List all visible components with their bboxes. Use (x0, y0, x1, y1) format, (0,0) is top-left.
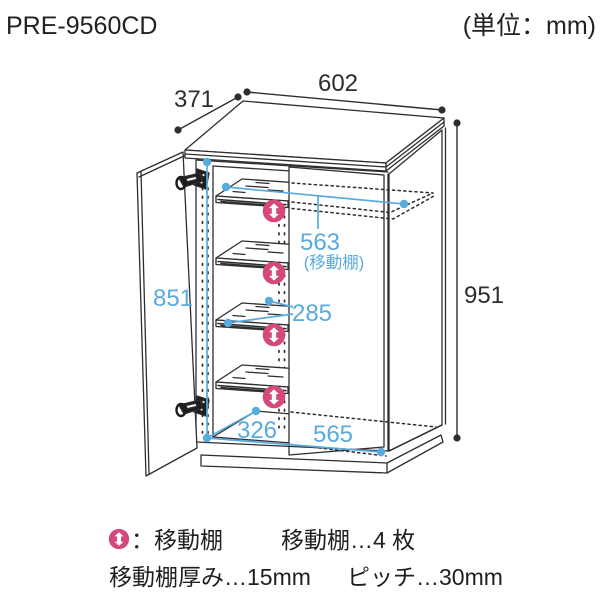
legend-shelf-pitch: ピッチ…30mm (347, 564, 503, 590)
dim-563-note: (移動棚) (304, 253, 365, 272)
top-board (184, 100, 445, 172)
dim-951-label: 951 (464, 282, 504, 309)
product-code: PRE-9560CD (6, 12, 157, 40)
dim-565-label: 565 (313, 421, 353, 448)
dim-interior-width: 565 (202, 421, 386, 457)
base-plinth (195, 424, 444, 474)
dim-371-label: 371 (174, 86, 214, 113)
movable-shelf-icon-4 (262, 385, 286, 409)
legend-shelf-count: 移動棚…4 枚 (281, 527, 415, 553)
movable-shelf-icon-3 (262, 323, 286, 347)
dim-top-width: 602 (243, 70, 446, 114)
dim-285-label: 285 (292, 300, 332, 327)
phantom-shelf-lines (290, 182, 437, 457)
legend: ：移動棚 移動棚…4 枚 移動棚厚み…15mm ピッチ…30mm (108, 527, 503, 590)
dim-563-label: 563 (300, 229, 340, 256)
movable-shelf-icon-1 (262, 199, 286, 223)
legend-symbol-meaning: ：移動棚 (131, 527, 223, 553)
dim-top-depth: 371 (174, 86, 242, 134)
dim-interior-depth: 326 (206, 406, 277, 444)
movable-shelf-icon-2 (262, 261, 286, 285)
movable-shelf-legend-icon (108, 528, 130, 550)
closed-door (195, 159, 389, 456)
cabinet-interior (195, 159, 292, 444)
dim-shelf-width: 563 (移動棚) (221, 182, 409, 272)
dim-851-label: 851 (153, 285, 193, 312)
dim-total-height: 951 (453, 119, 504, 442)
right-side-panel (388, 127, 447, 452)
dim-326-label: 326 (237, 417, 277, 444)
legend-shelf-thickness: 移動棚厚み…15mm (109, 564, 311, 590)
unit-note: (単位：mm) (463, 12, 596, 40)
dim-shelf-gap: 285 (223, 296, 332, 328)
open-door (136, 151, 198, 477)
dim-interior-height: 851 (153, 157, 212, 438)
dim-602-label: 602 (318, 70, 358, 97)
blue-dimensions: 851 563 (移動棚) 285 326 565 (153, 157, 409, 457)
